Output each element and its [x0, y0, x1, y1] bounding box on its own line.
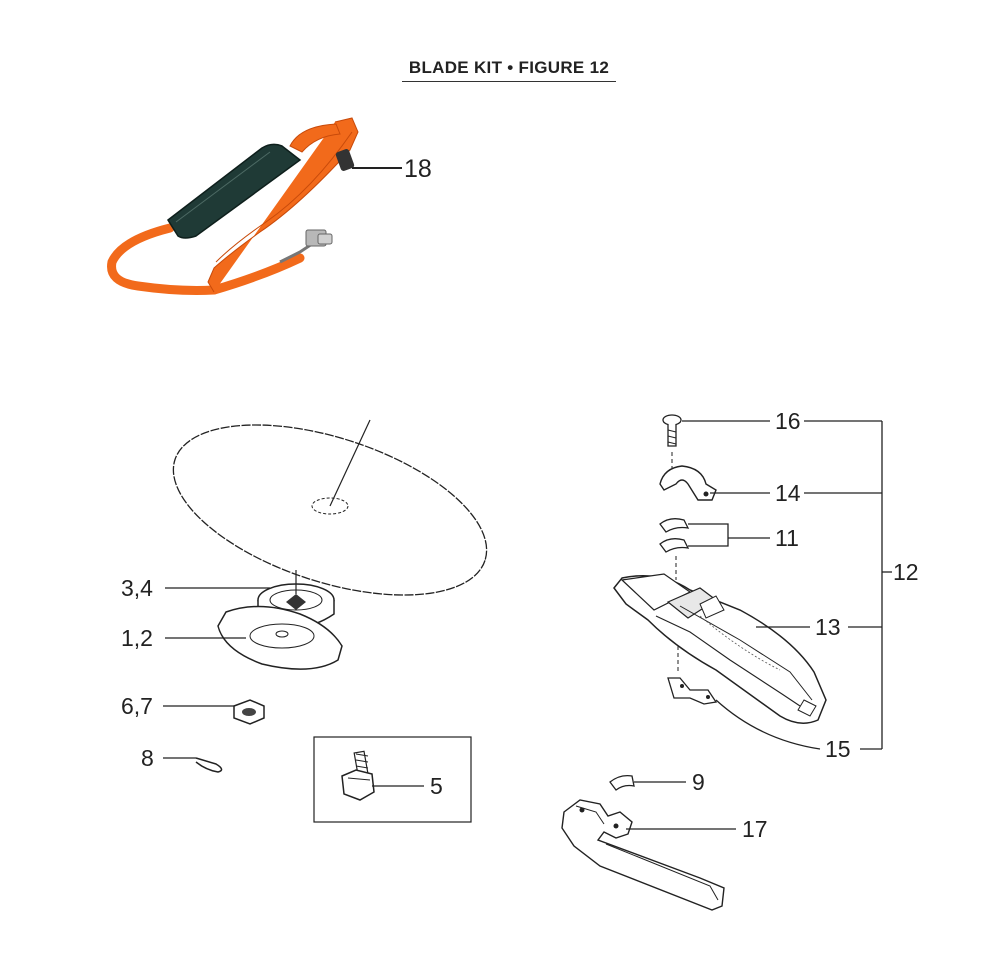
callout-12: 12 — [893, 559, 919, 585]
callout-13: 13 — [815, 614, 841, 640]
callout-15: 15 — [825, 736, 851, 762]
callout-8: 8 — [141, 745, 154, 771]
callout-16: 16 — [775, 408, 801, 434]
guard-clamp — [659, 465, 770, 501]
callout-5: 5 — [430, 773, 443, 799]
spacer-9 — [609, 774, 686, 791]
cotter-pin — [163, 757, 223, 773]
blade-nut — [163, 699, 265, 725]
guard-bracket — [667, 646, 821, 750]
group-bracket-12 — [804, 420, 892, 750]
blade-bolt-box — [313, 736, 472, 823]
guard-bolt — [662, 414, 770, 474]
callout-17: 17 — [742, 816, 768, 842]
callout-18: 18 — [404, 155, 432, 183]
callout-11: 11 — [775, 525, 799, 551]
mounting-bracket — [561, 799, 736, 911]
callout-1-2: 1,2 — [121, 625, 153, 651]
shoulder-harness — [107, 117, 402, 295]
callout-3-4: 3,4 — [121, 575, 153, 601]
callout-6-7: 6,7 — [121, 693, 153, 719]
callout-9: 9 — [692, 769, 705, 795]
title-underline — [402, 81, 616, 82]
guard-spacers — [659, 518, 770, 580]
callout-14: 14 — [775, 480, 801, 506]
blade-holder-lower — [165, 605, 343, 670]
guard-body — [613, 573, 827, 724]
diagram-title: BLADE KIT • FIGURE 12 — [408, 58, 610, 77]
